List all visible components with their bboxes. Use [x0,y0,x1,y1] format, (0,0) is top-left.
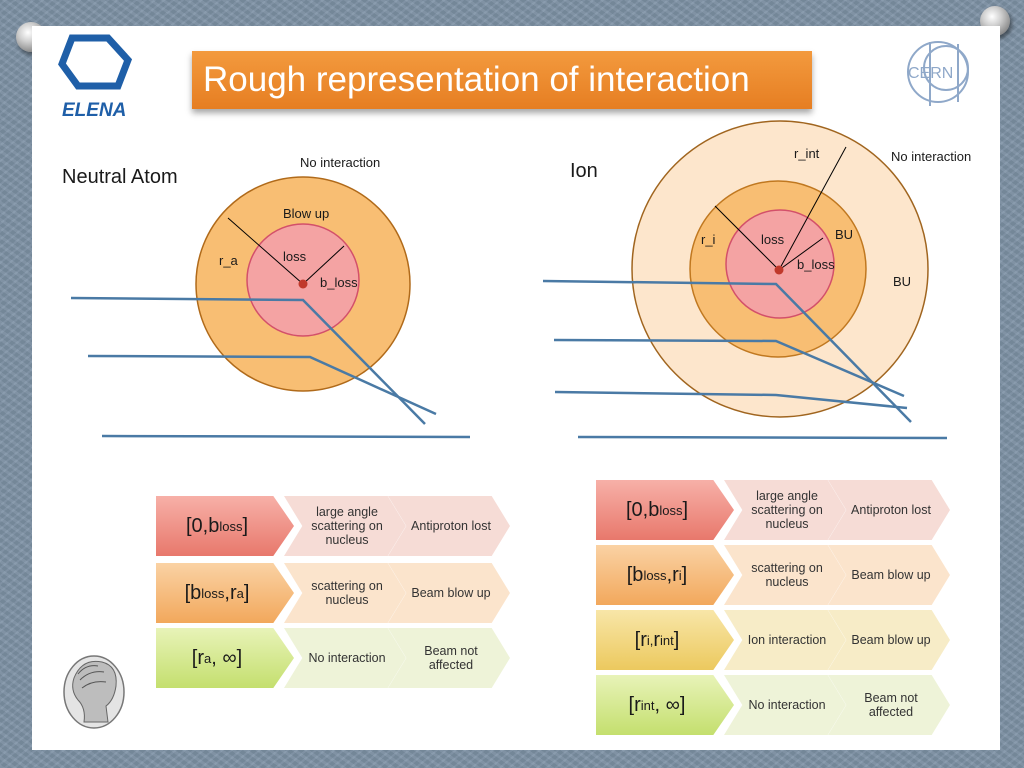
result-cell: Beam blow up [388,563,510,623]
effect-cell: scattering on nucleus [284,563,406,623]
neutral-atom-label: Neutral Atom [62,166,178,188]
result-cell: Antiproton lost [388,496,510,556]
result-cell: Beam not affected [828,675,950,735]
elena-logo-text: ELENA [62,100,126,121]
ion-loss-region [725,209,835,319]
effect-cell: large angle scattering on nucleus [284,496,406,556]
cern-logo: CERN [907,41,969,106]
neutral-r-a-line [227,217,304,285]
effect-cell: Ion interaction [724,610,846,670]
effect-cell: No interaction [284,628,406,688]
neutral-blow-up-label: Blow up [283,206,329,221]
neutral-trajectory-outer [101,434,471,439]
neutral-b-loss-label: b_loss [320,275,358,290]
result-cell: Antiproton lost [828,480,950,540]
ion-trajectory-third [554,390,908,410]
ion-b-loss-line [778,237,824,271]
ion-trajectory-outer [577,435,948,440]
ion-trajectory-inner [542,279,912,423]
neutral-r-a-label: r_a [219,253,239,268]
ion-bu-inner-label: BU [835,227,853,242]
ion-r-int-label: r_int [794,146,820,161]
neutral-loss-label: loss [283,249,307,264]
effect-cell: scattering on nucleus [724,545,846,605]
portrait-medallion-icon [63,655,125,729]
ion-loss-label: loss [761,232,785,247]
neutral-nucleus [298,279,308,289]
ion-r-int-line [778,146,847,271]
neutral-b-loss-line [302,245,345,285]
ion-label: Ion [570,160,598,182]
result-cell: Beam not affected [388,628,510,688]
slide-title: Rough representation of interaction [192,51,812,109]
effect-cell: No interaction [724,675,846,735]
cern-logo-text: CERN [908,65,953,82]
neutral-no-interaction-label: No interaction [300,155,380,170]
result-cell: Beam blow up [828,610,950,670]
effect-cell: large angle scattering on nucleus [724,480,846,540]
ion-bu-outer-label: BU [893,274,911,289]
ion-r-i-line [714,205,780,271]
ion-trajectory-second [553,338,905,398]
elena-logo: ELENA [58,34,133,121]
neutral-trajectory-middle [87,354,437,416]
ion-b-loss-label: b_loss [797,257,835,272]
ion-nucleus [774,265,784,275]
ion-no-interaction-label: No interaction [891,149,971,164]
neutral-trajectory-inner [70,296,426,425]
result-cell: Beam blow up [828,545,950,605]
ion-r-i-label: r_i [701,232,716,247]
